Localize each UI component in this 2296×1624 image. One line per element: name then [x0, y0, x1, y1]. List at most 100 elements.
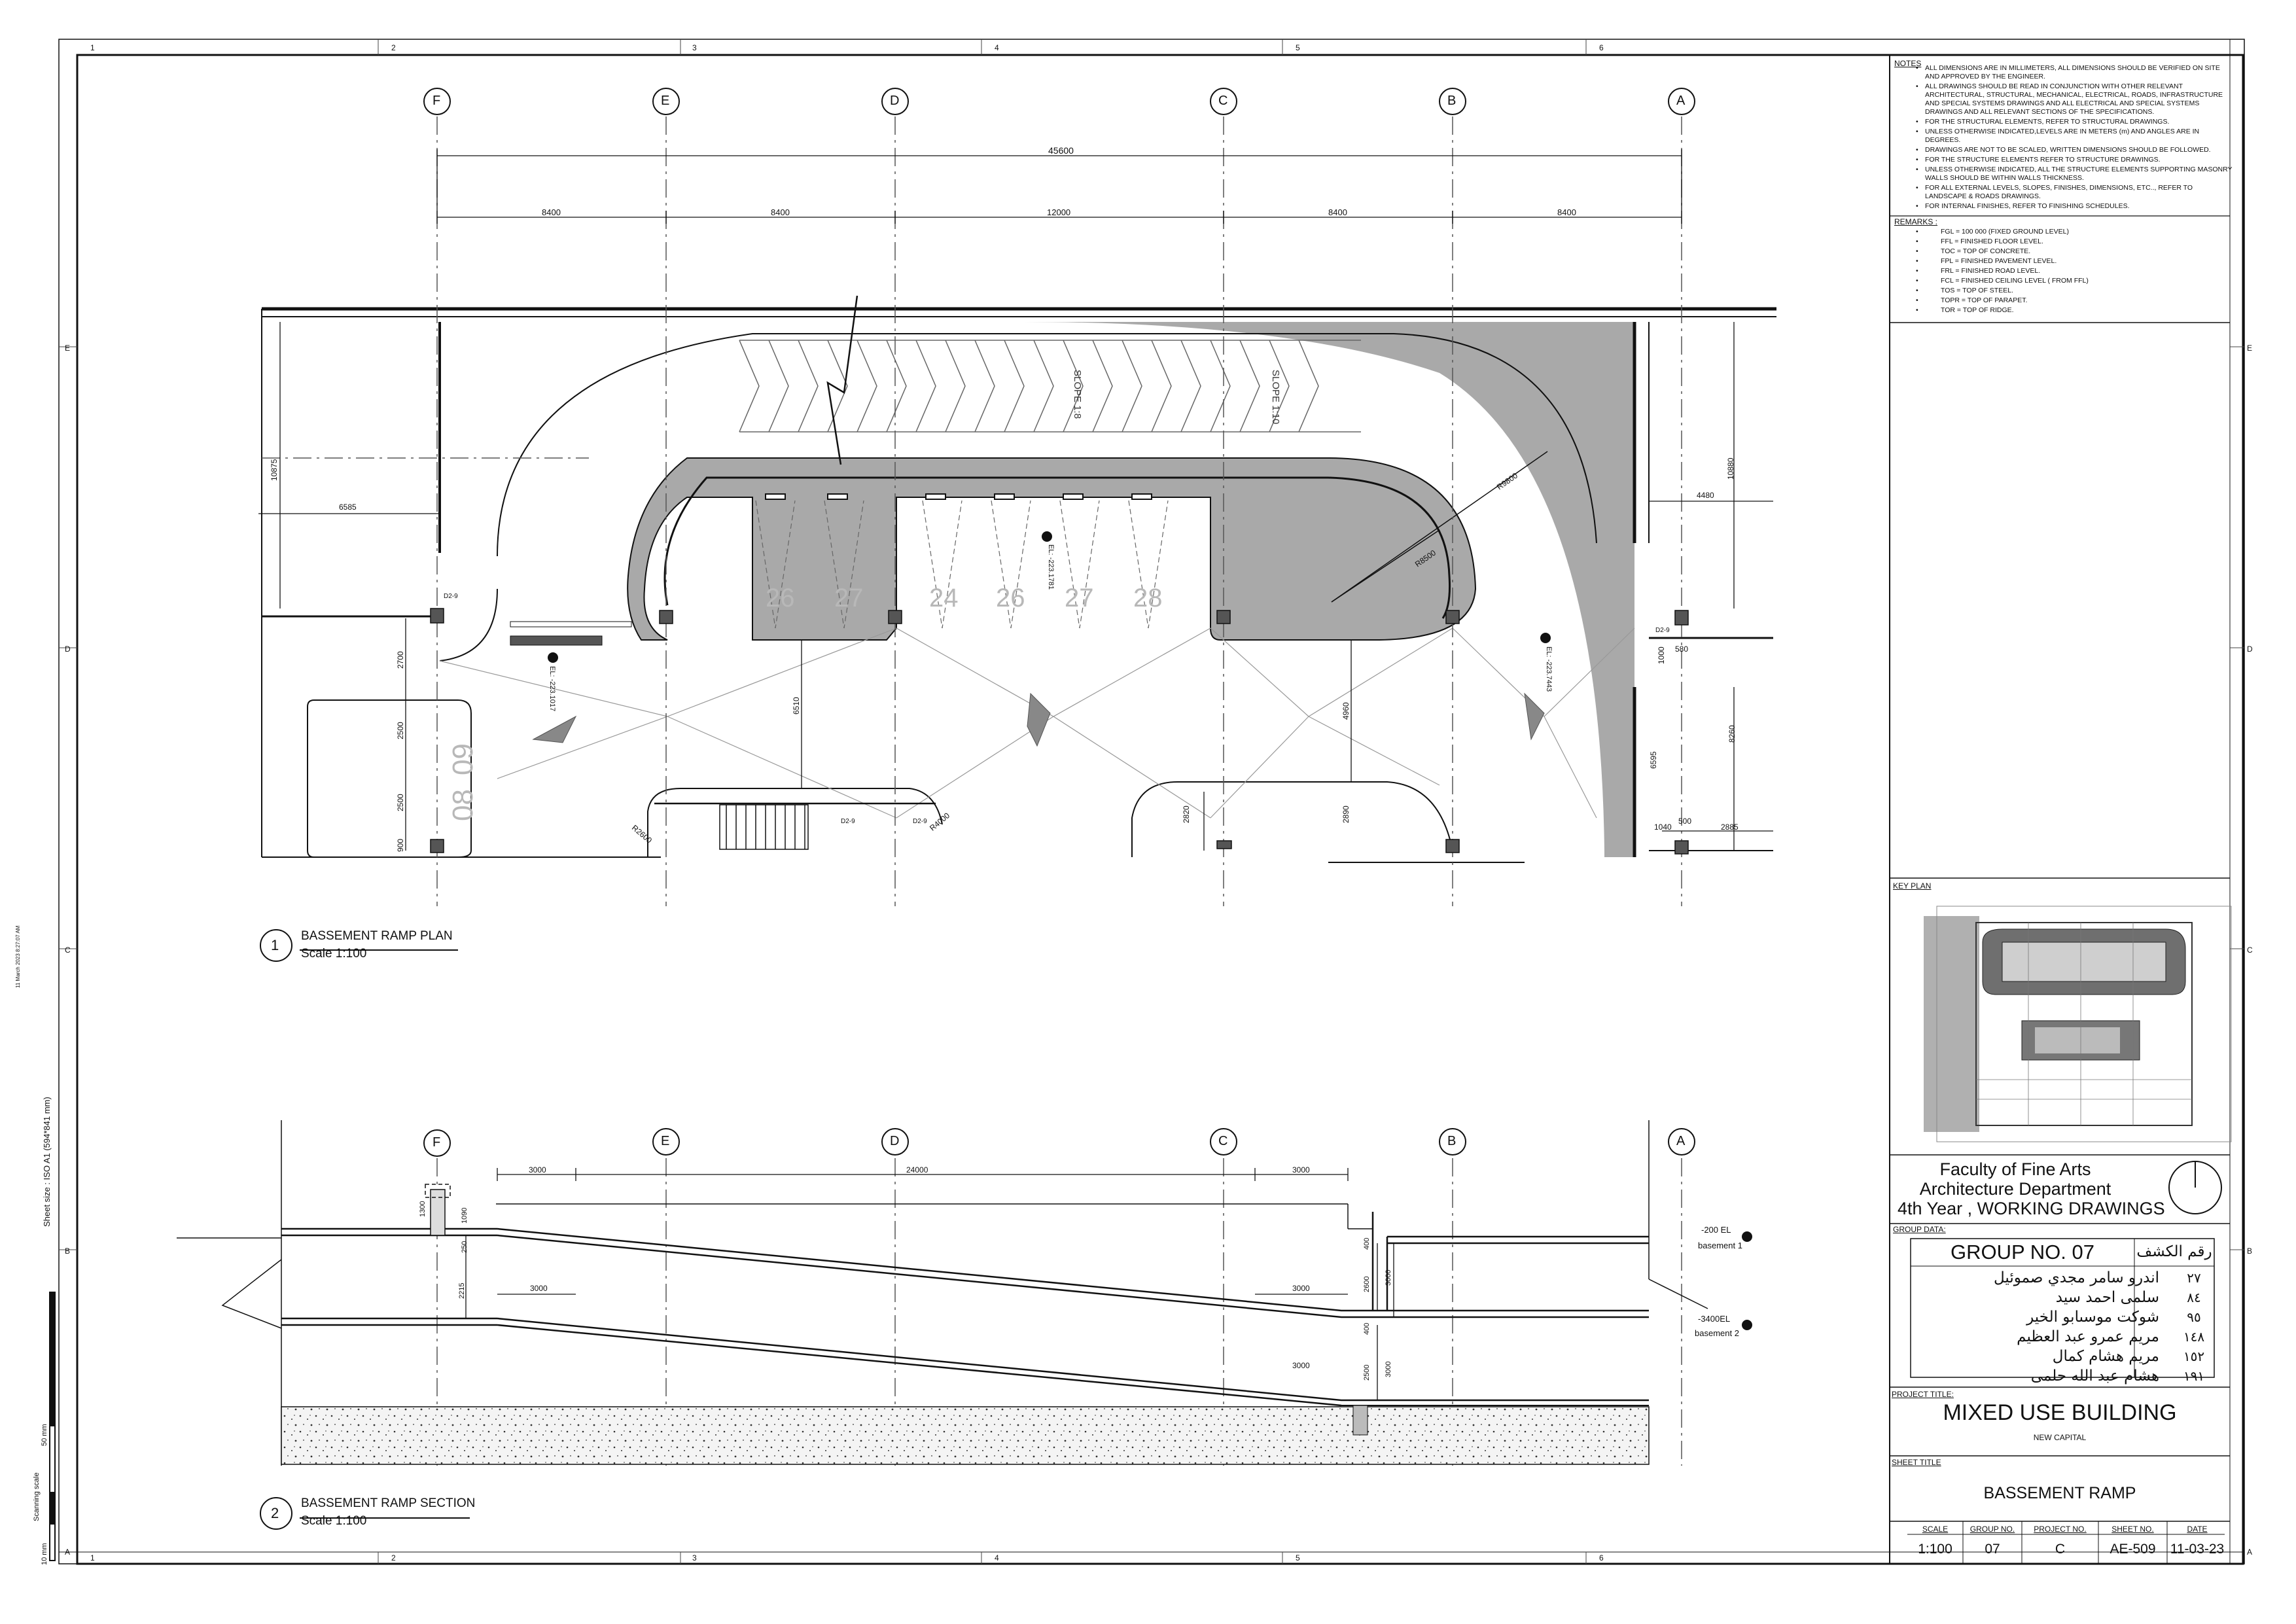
- column-label-2-bottom: 2: [391, 1553, 396, 1562]
- member-row: اندرو سامر مجدي صموئيل ٢٧: [1911, 1268, 2217, 1288]
- row-label-c-right: C: [2247, 945, 2253, 955]
- section-dim-3000-g: 3000: [1385, 1361, 1392, 1377]
- plan-bay-dim-4: 8400: [1328, 207, 1347, 217]
- section-grid-b: B: [1447, 1134, 1457, 1148]
- dim-2890: 2890: [1341, 805, 1351, 823]
- info-value-scale: 1:100: [1918, 1542, 1952, 1557]
- member-name: مريم هشام كمال: [2052, 1348, 2159, 1365]
- section-level-b2-name: basement 2: [1695, 1328, 1739, 1338]
- level-markers: [548, 531, 1551, 663]
- column-label-6-bottom: 6: [1599, 1553, 1604, 1562]
- section-grid-f: F: [433, 1135, 441, 1150]
- row-label-a-right: A: [2247, 1547, 2253, 1557]
- parking-number-5: 27: [1065, 584, 1094, 612]
- member-id: ١٥٢: [2183, 1349, 2205, 1364]
- ground-fill: [281, 1406, 1650, 1465]
- plan-grid-bubbles: [423, 88, 1695, 115]
- plan-dimension-lines: [258, 149, 1773, 851]
- section-grid-d: D: [890, 1134, 900, 1148]
- level-el-1: EL: -223.1017: [548, 666, 556, 712]
- section-dim-1090: 1090: [461, 1207, 468, 1224]
- parking-number-2: 27: [834, 584, 864, 612]
- note-item: DRAWINGS ARE NOT TO BE SCALED, WRITTEN D…: [1916, 146, 2233, 154]
- row-label-d-right: D: [2247, 644, 2253, 654]
- note-item: FOR THE STRUCTURE ELEMENTS REFER TO STRU…: [1916, 156, 2233, 164]
- sheet-grid-ticks: [59, 39, 2244, 1564]
- member-row: شوكت موسىابو الخير ٩٥: [1911, 1307, 2217, 1327]
- member-id: ٩٥: [2187, 1309, 2201, 1325]
- plan-bay-dim-1: 8400: [542, 207, 561, 217]
- plan-bay-dim-5: 8400: [1557, 207, 1576, 217]
- info-header-date: DATE: [2187, 1525, 2208, 1534]
- project-title: MIXED USE BUILDING: [1943, 1400, 2177, 1425]
- institution-line-3: 4th Year , WORKING DRAWINGS: [1898, 1199, 2165, 1218]
- section-dim-3000-c: 3000: [530, 1284, 548, 1293]
- row-label-a: A: [65, 1547, 71, 1557]
- stair: [654, 802, 936, 850]
- section-dim-2500: 2500: [1363, 1364, 1371, 1381]
- info-header-project: PROJECT NO.: [2034, 1525, 2087, 1534]
- section-dim-400-a: 400: [1363, 1237, 1371, 1250]
- remarks-title: REMARKS :: [1894, 217, 1938, 226]
- slope-label-1: SLOPE 1:8: [1072, 370, 1083, 419]
- plan-grid-d: D: [890, 94, 900, 108]
- section-dim-3000-f: 3000: [1385, 1269, 1392, 1286]
- dim-2500-a: 2500: [396, 722, 405, 739]
- member-id: ٨٤: [2187, 1290, 2201, 1305]
- parking-number-1: 26: [766, 584, 795, 612]
- dim-6510: 6510: [792, 697, 801, 715]
- column-label-5-bottom: 5: [1296, 1553, 1300, 1562]
- project-subtitle: NEW CAPITAL: [2033, 1433, 2087, 1442]
- scale-50mm-label: 50 mm: [41, 1424, 48, 1446]
- section-dim-3000-e: 3000: [1292, 1361, 1310, 1370]
- plan-overall-dim: 45600: [1048, 145, 1074, 156]
- dim-900: 900: [396, 838, 405, 852]
- accessible-marker: [510, 621, 632, 646]
- member-name: اندرو سامر مجدي صموئيل: [1993, 1269, 2159, 1286]
- column-label-6: 6: [1599, 43, 1604, 52]
- title-block-frame: [1890, 215, 2230, 1564]
- door-tag-4: D2-9: [1655, 627, 1670, 634]
- section-dim-1300: 1300: [419, 1201, 427, 1217]
- section-dim-250: 250: [461, 1241, 468, 1253]
- section-grid-c: C: [1218, 1134, 1228, 1148]
- column-label-4: 4: [995, 43, 999, 52]
- section-level-b1-value: -200 EL: [1701, 1225, 1731, 1235]
- scanning-scale-bar: [49, 1292, 56, 1561]
- dim-580: 580: [1675, 644, 1689, 654]
- slope-label-2: SLOPE 1:10: [1270, 370, 1281, 425]
- group-title: GROUP NO. 07: [1951, 1241, 2094, 1263]
- plan-scale: Scale 1:100: [301, 947, 367, 961]
- door-tag-3: D2-9: [913, 818, 927, 825]
- ramp-section: [177, 1120, 1752, 1530]
- stall-number-08: 08: [447, 789, 479, 821]
- parking-number-6: 28: [1133, 584, 1163, 612]
- note-item: FOR ALL EXTERNAL LEVELS, SLOPES, FINISHE…: [1916, 184, 2233, 201]
- dim-2885: 2885: [1721, 822, 1739, 832]
- direction-arrows: [532, 692, 1545, 747]
- info-header-group: GROUP NO.: [1969, 1525, 2015, 1534]
- dim-2700: 2700: [396, 651, 405, 669]
- row-label-c: C: [65, 945, 71, 955]
- note-item: ALL DIMENSIONS ARE IN MILLIMETERS, ALL D…: [1916, 64, 2233, 81]
- shaded-island: [627, 457, 1477, 641]
- lane-diagonals: [439, 627, 1635, 819]
- remarks-list: FGL = 100 000 (FIXED GROUND LEVEL) FFL =…: [1905, 227, 2223, 315]
- remark-item: FGL = 100 000 (FIXED GROUND LEVEL): [1916, 227, 2223, 237]
- door-tag-2: D2-9: [841, 818, 855, 825]
- plan-grid-f: F: [433, 94, 441, 108]
- plan-title: BASSEMENT RAMP PLAN: [301, 929, 453, 943]
- group-id-header: رقم الكشف: [2136, 1243, 2212, 1260]
- member-id: ١٩١: [2183, 1368, 2205, 1384]
- institution-line-2: Architecture Department: [1919, 1179, 2111, 1199]
- institution-line-1: Faculty of Fine Arts: [1939, 1159, 2091, 1179]
- member-row: مريم هشام كمال ١٥٢: [1911, 1347, 2217, 1366]
- section-level-b1-name: basement 1: [1698, 1241, 1742, 1250]
- plan-grid-c: C: [1218, 94, 1228, 108]
- section-level-b2-value: -3400EL: [1698, 1314, 1731, 1324]
- dim-10875: 10875: [270, 459, 279, 481]
- row-label-b: B: [65, 1246, 71, 1256]
- dim-2500-b: 2500: [396, 794, 405, 811]
- dim-8260: 8260: [1727, 725, 1737, 743]
- sheet-title: BASSEMENT RAMP: [1983, 1484, 2136, 1502]
